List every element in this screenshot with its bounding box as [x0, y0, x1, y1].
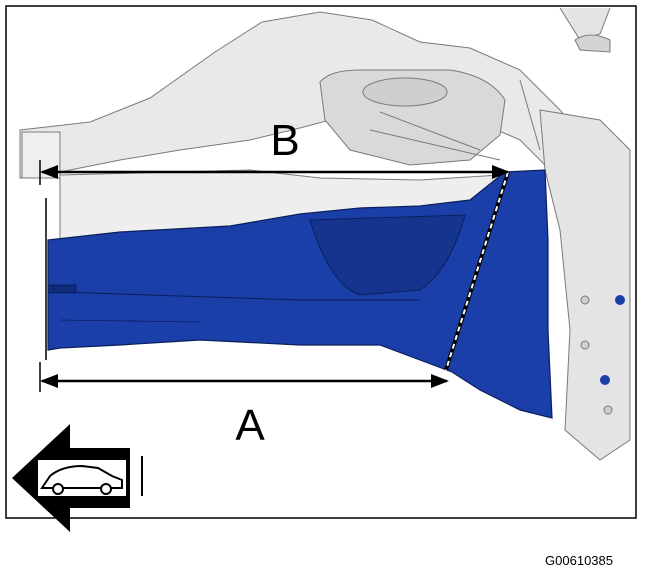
figure-code: G00610385: [545, 553, 613, 568]
dimension-b-label: B: [270, 116, 299, 165]
dimension-a-label: A: [235, 401, 265, 450]
diagram-border: [5, 5, 637, 519]
car-forward-arrow-icon: [12, 424, 143, 532]
dimension-b-arrow: [39, 160, 510, 185]
cut-line: [444, 171, 510, 371]
highlighted-rail-section: [47, 169, 553, 419]
dimension-a-arrow: [39, 362, 449, 392]
